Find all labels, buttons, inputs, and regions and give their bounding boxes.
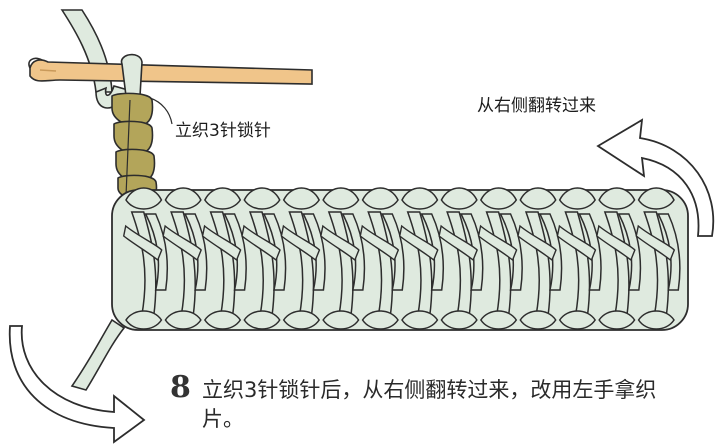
yarn-tail xyxy=(70,318,126,391)
bottom-chain-loop xyxy=(440,310,478,330)
label-leader-line xyxy=(149,97,173,125)
stitch-wrap xyxy=(398,224,439,262)
stitch-column-strand xyxy=(183,213,208,291)
stitch-column-strand xyxy=(144,213,168,291)
bottom-chain-loop xyxy=(164,310,202,330)
stitch-wrap xyxy=(596,224,636,262)
top-chain-loop xyxy=(558,187,597,210)
stitch-wrap xyxy=(438,224,478,262)
bottom-chain-loop xyxy=(637,310,675,330)
chain-stitches xyxy=(111,92,158,202)
curved-arrow-down-icon xyxy=(8,325,146,444)
bottom-chain-loop xyxy=(401,310,439,330)
bottom-chain-loop xyxy=(203,310,242,330)
crochet-hook-icon xyxy=(28,57,313,85)
top-chain-loop xyxy=(203,187,242,210)
fabric-stitch-columns xyxy=(122,211,681,317)
stitch-column-strand xyxy=(499,213,523,291)
top-chain-loop xyxy=(637,187,675,210)
stitch-column-strand xyxy=(381,213,405,291)
stitch-column-strand xyxy=(657,213,681,291)
curved-arrow-icon xyxy=(596,118,715,237)
stitch-wrap xyxy=(359,224,400,262)
top-chain-loop xyxy=(361,187,399,210)
stitch-column-strand xyxy=(420,213,444,291)
step-text: 立织3针锁针后，从右侧翻转过来，改用左手拿织片。 xyxy=(202,378,657,431)
stitch-column-strand xyxy=(578,213,602,291)
stitch-wrap xyxy=(477,224,518,262)
stitch-column-strand xyxy=(459,213,484,291)
turn-direction-label: 从右侧翻转过来 xyxy=(477,96,596,116)
stitch-wrap xyxy=(556,224,597,262)
bottom-chain-loop xyxy=(479,310,518,330)
bottom-chain-loop xyxy=(598,310,636,330)
yarn-loop-on-hook xyxy=(120,53,143,97)
stitch-wrap xyxy=(635,224,676,262)
top-chain-loop xyxy=(401,187,439,210)
bottom-chain-loop xyxy=(322,310,360,330)
top-chain-loop xyxy=(322,187,360,210)
step-number: 8 xyxy=(170,370,191,405)
stitch-column-strand xyxy=(223,213,247,291)
stitch-wrap xyxy=(280,224,321,262)
top-chain-loop xyxy=(519,187,557,210)
bottom-chain-loop xyxy=(558,310,597,330)
stitch-column-strand xyxy=(262,213,287,291)
stitch-column-strand xyxy=(302,213,326,291)
fabric-bottom-row xyxy=(125,310,675,330)
stitch-column-strand xyxy=(341,213,366,291)
stitch-column-strand xyxy=(538,213,563,291)
fabric-top-row xyxy=(125,187,675,210)
top-chain-loop xyxy=(282,187,321,210)
bottom-chain-loop xyxy=(243,310,281,330)
stitch-wrap xyxy=(201,224,242,262)
chain-stitches-label: 立织3针锁针 xyxy=(175,121,271,141)
stitch-wrap xyxy=(162,224,202,262)
stitch-wrap xyxy=(517,224,557,262)
stitch-wrap xyxy=(320,224,360,262)
bottom-chain-loop xyxy=(282,310,321,330)
stitch-wrap xyxy=(241,224,281,262)
top-chain-loop xyxy=(598,187,636,210)
top-chain-loop xyxy=(440,187,478,210)
bottom-chain-loop xyxy=(361,310,399,330)
top-chain-loop xyxy=(125,187,163,210)
stitch-column-strand xyxy=(617,213,642,291)
stitch-wrap xyxy=(122,224,163,262)
top-chain-loop xyxy=(479,187,518,210)
bottom-chain-loop xyxy=(519,310,557,330)
top-chain-loop xyxy=(164,187,202,210)
top-chain-loop xyxy=(243,187,281,210)
bottom-chain-loop xyxy=(125,310,163,330)
